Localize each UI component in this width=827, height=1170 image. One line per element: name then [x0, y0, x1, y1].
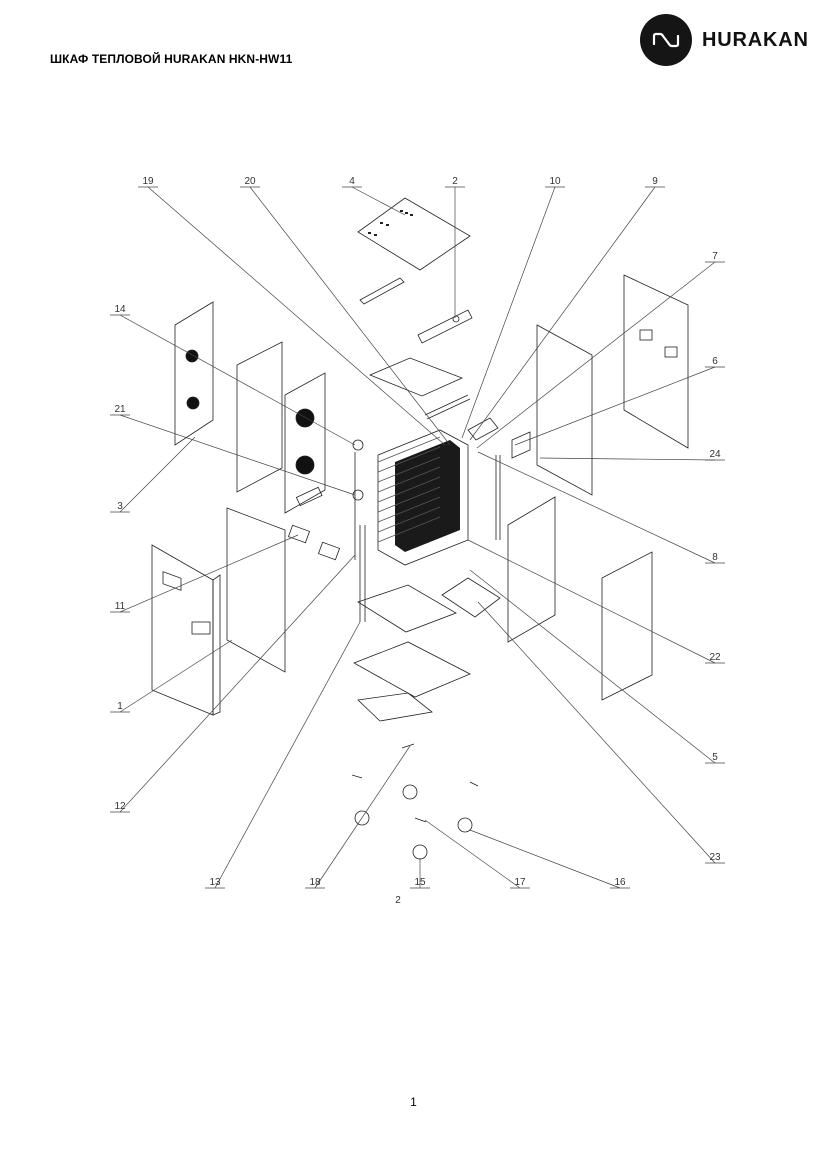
caster-wheel-middle: [402, 784, 418, 800]
inner-top-plate: [368, 357, 464, 397]
brand-logo: HURAKAN: [640, 14, 809, 66]
callout-1: 1: [117, 701, 123, 712]
callout-14: 14: [114, 304, 126, 315]
drip-tray: [441, 577, 501, 618]
caster-wheel-16: [457, 817, 473, 833]
left-outer-panel: [174, 301, 214, 446]
bottom-inner-plate: [357, 584, 457, 633]
right-inner-panel: [536, 324, 593, 496]
control-panel: [417, 309, 473, 344]
callout-11: 11: [115, 601, 126, 612]
relay-box: [511, 431, 531, 459]
callout-2: 2: [452, 176, 458, 187]
callout-8: 8: [712, 552, 718, 563]
left-middle-panel: [236, 341, 283, 493]
callout-19: 19: [142, 176, 154, 187]
callout-22: 22: [709, 652, 721, 663]
caster-wheel-15: [412, 844, 428, 860]
back-panel: [601, 551, 653, 701]
page-number: 1: [410, 1095, 417, 1109]
document-title: ШКАФ ТЕПЛОВОЙ HURAKAN HKN-HW11: [50, 52, 293, 66]
callout-18: 18: [309, 877, 321, 888]
caster-wheel-18: [354, 810, 370, 826]
callout-9: 9: [652, 176, 658, 187]
callout-extra: 2: [395, 895, 401, 906]
callout-23: 23: [709, 852, 721, 863]
right-outer-panel: [623, 274, 689, 449]
callout-10: 10: [549, 176, 561, 187]
right-side-panel: [507, 496, 556, 643]
top-bar: [359, 277, 405, 305]
left-door-panel: [151, 544, 214, 716]
heating-unit: [467, 417, 499, 441]
hurakan-wave-logo-icon: [640, 14, 692, 66]
left-inner-side-panel: [226, 507, 286, 673]
callout-7: 7: [712, 251, 718, 262]
callout-24: 24: [709, 449, 721, 460]
callout-17: 17: [514, 877, 526, 888]
callout-21: 21: [114, 404, 126, 415]
callout-12: 12: [114, 801, 126, 812]
brand-name: HURAKAN: [702, 28, 809, 51]
roof-panel: [357, 197, 471, 271]
callout-3: 3: [117, 501, 123, 512]
base-frame: [353, 641, 471, 698]
callout-16: 16: [614, 877, 626, 888]
base-bar: [357, 692, 433, 722]
callout-4: 4: [349, 176, 355, 187]
callout-13: 13: [209, 877, 221, 888]
callout-15: 15: [414, 877, 426, 888]
callout-6: 6: [712, 356, 718, 367]
callout-20: 20: [244, 176, 256, 187]
left-inner-panel: [284, 372, 326, 514]
callout-5: 5: [712, 752, 718, 763]
